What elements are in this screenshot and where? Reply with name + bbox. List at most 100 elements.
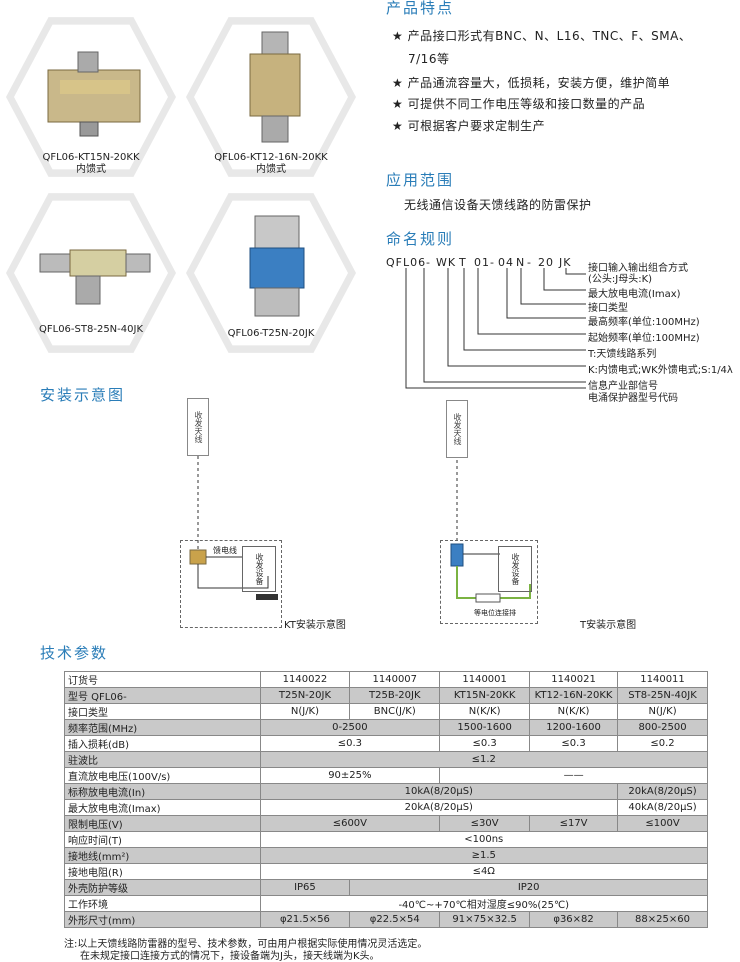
kt-dashed-box	[180, 540, 282, 628]
spec-cell: 88×25×60	[617, 911, 708, 928]
spec-cell: 1140021	[529, 671, 619, 688]
product-caption-3: QFL06-ST8-25N-40JK	[39, 324, 143, 335]
spec-cell: 1140001	[439, 671, 531, 688]
spec-label: 响应时间(T)	[64, 831, 261, 848]
spec-label: 最大放电电流(Imax)	[64, 799, 261, 816]
feature-item: ★ 可提供不同工作电压等级和接口数量的产品	[392, 97, 646, 111]
naming-title: 命名规则	[386, 230, 455, 248]
naming-label: 信息产业部信号	[588, 381, 658, 392]
spec-label: 型号 QFL06-	[64, 687, 261, 704]
application-title: 应用范围	[386, 171, 455, 189]
spec-cell: BNC(J/K)	[349, 703, 441, 720]
feature-item: ★ 产品接口形式有BNC、N、L16、TNC、F、SMA、	[392, 29, 692, 43]
spec-cell: ≤100V	[617, 815, 708, 832]
spec-label: 接地线(mm²)	[64, 847, 261, 864]
t-device: 收发设备	[498, 546, 532, 592]
spec-label: 限制电压(V)	[64, 815, 261, 832]
t-dashed-box	[440, 540, 538, 624]
naming-label: 最高频率(单位:100MHz)	[588, 317, 700, 328]
spec-cell: T25B-20JK	[349, 687, 441, 704]
product-caption-4: QFL06-T25N-20JK	[227, 328, 315, 339]
spec-cell: ≤30V	[439, 815, 531, 832]
spec-cell: 1140007	[349, 671, 441, 688]
spec-cell: ≥1.5	[259, 847, 709, 864]
t-busbar-label: 等电位连接排	[474, 609, 516, 617]
code-part: -	[527, 256, 532, 269]
kt-antenna: 收发天线	[187, 398, 209, 456]
spec-row: 接地线(mm²)≥1.5	[64, 847, 709, 864]
spec-cell: ≤0.3	[529, 735, 619, 752]
spec-cell: T25N-20JK	[259, 687, 351, 704]
spec-cell: 1200-1600	[529, 719, 619, 736]
spec-label: 频率范围(MHz)	[64, 719, 261, 736]
spec-cell: 40kA(8/20μS)	[617, 799, 708, 816]
spec-cell: ST8-25N-40JK	[617, 687, 708, 704]
spec-cell: 90±25%	[259, 767, 441, 784]
spec-row: 限制电压(V)≤600V≤30V≤17V≤100V	[64, 815, 708, 832]
spec-cell: N(J/K)	[617, 703, 708, 720]
naming-label: 电涌保护器型号代码	[588, 393, 678, 404]
feature-item: ★ 产品通流容量大，低损耗，安装方便，维护简单	[392, 76, 671, 90]
naming-label: (公头:J母头:K)	[588, 274, 653, 285]
code-part: T	[459, 256, 467, 269]
spec-row: 标称放电电流(In)10kA(8/20μS)20kA(8/20μS)	[64, 783, 708, 800]
naming-label: K:内馈电式;WK外馈电式;S:1/4λ	[588, 365, 733, 376]
naming-label: T:天馈线路系列	[588, 349, 657, 360]
spec-cell: N(J/K)	[259, 703, 351, 720]
product-image-kt15	[47, 51, 141, 137]
product-image-st8	[39, 249, 151, 305]
spec-cell: 20kA(8/20μS)	[617, 783, 708, 800]
code-part: N	[516, 256, 526, 269]
naming-leader-lines	[405, 268, 586, 389]
spec-cell: ≤17V	[529, 815, 619, 832]
spec-row: 插入损耗(dB)≤0.3≤0.3≤0.3≤0.2	[64, 735, 708, 752]
note-line-1: 注:以上天馈线路防雷器的型号、技术参数，可由用户根据实际使用情况灵活选定。	[64, 939, 428, 950]
spec-cell: 800-2500	[617, 719, 708, 736]
kt-feeder-label: 馈电线	[213, 546, 237, 555]
note-line-2: 在未规定接口连接方式的情况下，接设备端为J头，接天线端为K头。	[80, 951, 380, 962]
naming-label: 起始频率(单位:100MHz)	[588, 333, 700, 344]
naming-label: 接口输入输出组合方式	[588, 263, 688, 274]
code-part: 01	[474, 256, 490, 269]
code-part: 20	[538, 256, 554, 269]
feature-item: ★ 可根据客户要求定制生产	[392, 119, 546, 133]
kt-wiring	[189, 456, 278, 600]
spec-label: 接口类型	[64, 703, 261, 720]
spec-label: 外形尺寸(mm)	[64, 911, 261, 928]
spec-row: 直流放电电压(100V/s)90±25%——	[64, 767, 708, 784]
code-part: -	[490, 256, 495, 269]
feature-item: 7/16等	[408, 52, 450, 66]
code-part: 04	[498, 256, 514, 269]
spec-label: 标称放电电流(In)	[64, 783, 261, 800]
t-caption: T安装示意图	[580, 620, 637, 631]
spec-cell: φ22.5×54	[349, 911, 441, 928]
install-title: 安装示意图	[40, 386, 126, 404]
t-antenna: 收发天线	[446, 400, 468, 458]
spec-cell: ≤0.3	[259, 735, 441, 752]
spec-row: 驻波比≤1.2	[64, 751, 709, 768]
specs-title: 技术参数	[40, 644, 109, 662]
spec-cell: IP65	[259, 879, 351, 896]
spec-cell: <100ns	[259, 831, 709, 848]
spec-cell: KT15N-20KK	[439, 687, 531, 704]
code-part: QFL06	[386, 256, 427, 269]
spec-row: 响应时间(T)<100ns	[64, 831, 709, 848]
spec-cell: ≤0.3	[439, 735, 531, 752]
spec-cell: 1140022	[259, 671, 351, 688]
spec-label: 订货号	[64, 671, 261, 688]
spec-cell: KT12-16N-20KK	[529, 687, 619, 704]
application-text: 无线通信设备天馈线路的防雷保护	[404, 198, 592, 212]
spec-cell: 91×75×32.5	[439, 911, 531, 928]
naming-label: 最大放电电流(Imax)	[588, 289, 681, 300]
spec-label: 插入损耗(dB)	[64, 735, 261, 752]
features-title: 产品特点	[386, 0, 455, 17]
spec-label: 工作环境	[64, 895, 261, 912]
spec-cell: 0-2500	[259, 719, 441, 736]
